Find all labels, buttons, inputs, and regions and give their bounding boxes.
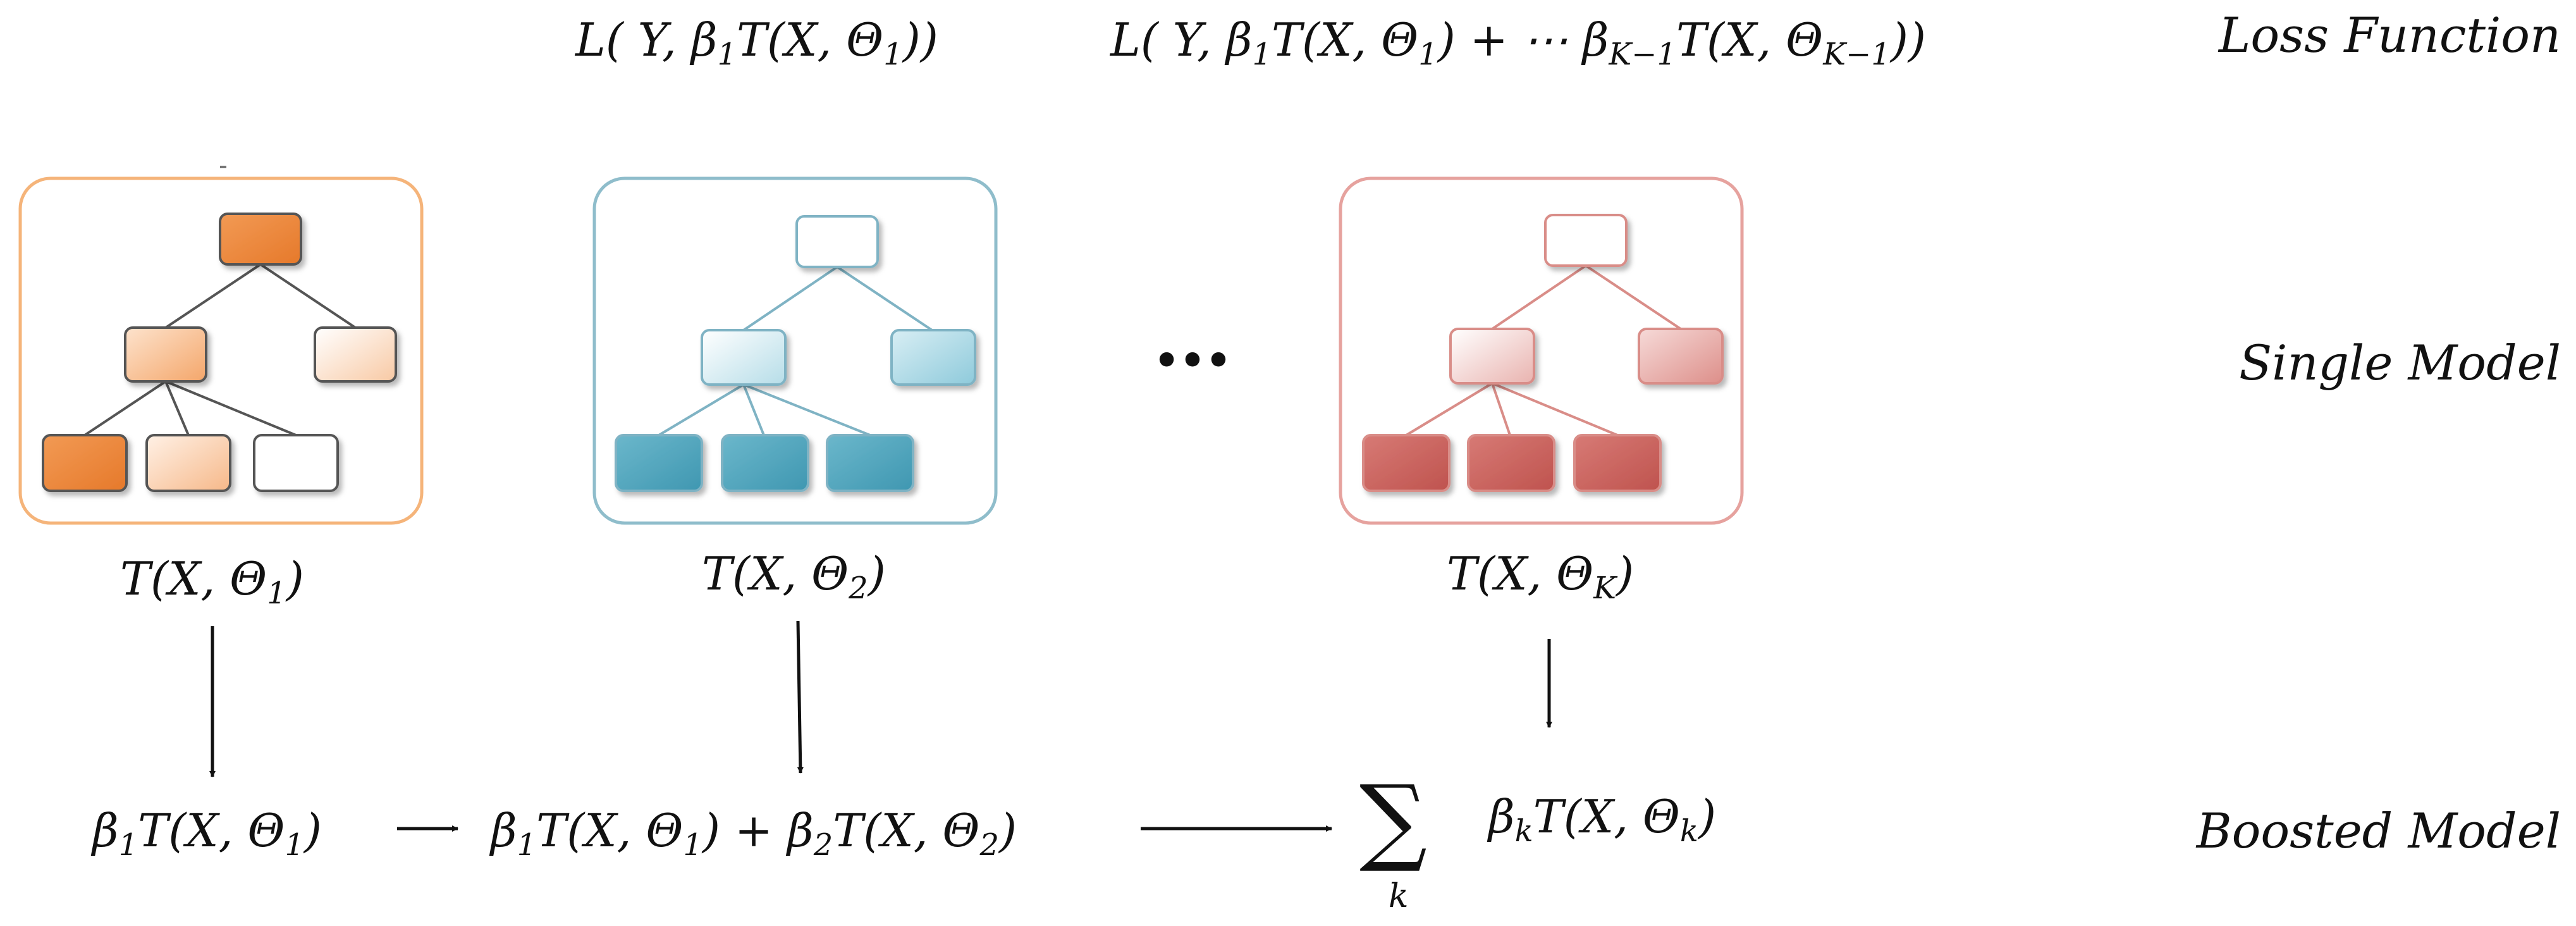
tree-k-leaf-1: [1362, 434, 1451, 492]
tree-2-leaf-2: [721, 434, 809, 492]
tree-2-leaf-3: [826, 434, 914, 492]
tree-box-1: [18, 176, 424, 525]
tree-2-right-node: [890, 329, 976, 386]
boosted-model-label: Boosted Model: [2195, 803, 2561, 859]
tree-1-root-node: [219, 213, 302, 266]
tree-caption-1: T(X, Θ1): [120, 552, 304, 611]
tree-1-right-node: [314, 326, 397, 383]
tree-2-root-node: [795, 215, 879, 268]
tree-box-2: [592, 176, 998, 525]
tree-2-edges: [658, 266, 933, 436]
tree-k-leaf-3: [1573, 434, 1662, 492]
tree-box-k: [1339, 176, 1744, 525]
tree-1-leaf-3: [253, 434, 339, 492]
boosted-sum-term: βkT(X, Θk): [1487, 790, 1716, 849]
loss-function-label: Loss Function: [2217, 7, 2561, 63]
sum-index: k: [1389, 877, 1409, 915]
tree-1-leaf-2: [145, 434, 231, 492]
stray-mark: [220, 166, 226, 168]
tree-1-edges: [83, 263, 357, 436]
tree-caption-2: T(X, Θ2): [702, 547, 886, 606]
ellipsis-dots: •••: [1154, 338, 1232, 385]
tree-2-left-node: [701, 329, 787, 386]
tree-1-left-node: [124, 326, 207, 383]
loss-formula-2: L( Y, β1T(X, Θ1) + ⋯ βK−1T(X, ΘK−1)): [1109, 13, 1926, 72]
tree-k-root-node: [1544, 214, 1628, 267]
tree-k-left-node: [1449, 328, 1535, 385]
sum-symbol: ∑: [1359, 765, 1427, 875]
tree-2-leaf-1: [615, 434, 703, 492]
tree-caption-k: T(X, ΘK): [1447, 547, 1634, 606]
arrow-down-2: [796, 620, 804, 774]
boosted-expr-1: β1T(X, Θ1): [90, 804, 322, 863]
boosted-expr-2: β1T(X, Θ1) + β2T(X, Θ2): [489, 804, 1017, 863]
tree-1-leaf-1: [42, 434, 128, 492]
loss-formula-1: L( Y, β1T(X, Θ1)): [574, 13, 938, 72]
tree-k-edges: [1405, 264, 1682, 436]
tree-k-leaf-2: [1467, 434, 1555, 492]
tree-k-right-node: [1638, 328, 1724, 385]
single-model-label: Single Model: [2239, 335, 2561, 391]
